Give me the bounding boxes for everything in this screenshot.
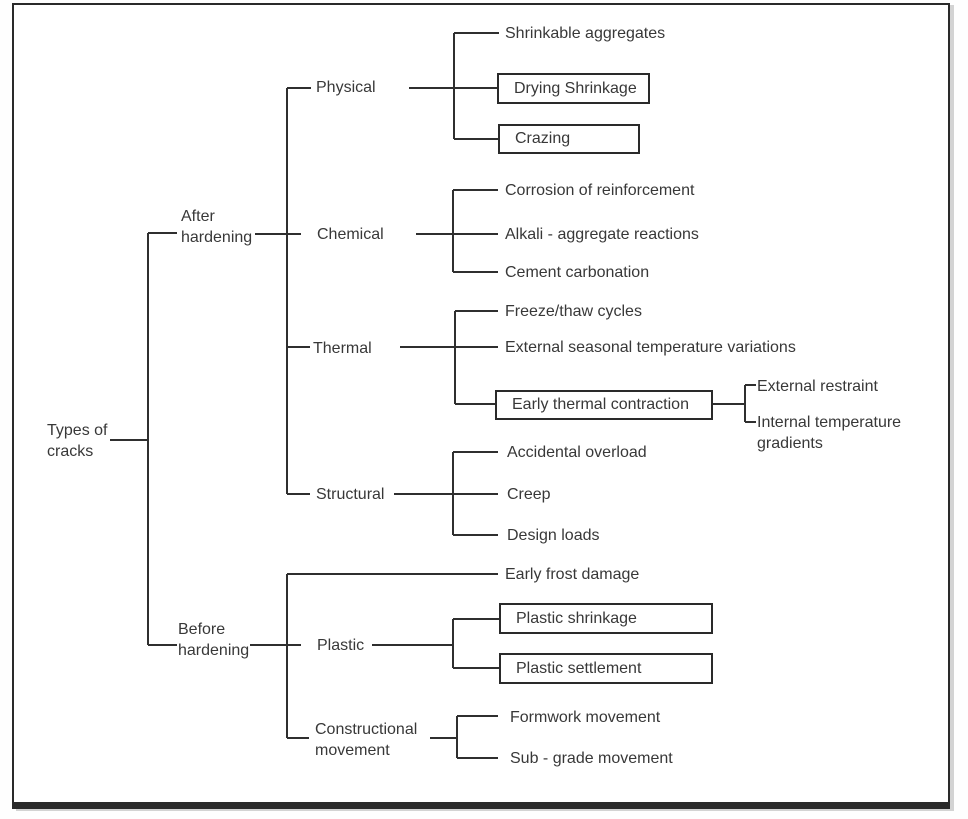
leaf-formwork-movement: Formwork movement xyxy=(510,709,661,726)
branch-after-hardening: After hardening xyxy=(181,208,253,246)
leaf-box-label: Early thermal contraction xyxy=(512,396,689,413)
leaf-accidental-overload: Accidental overload xyxy=(507,444,647,461)
leaf-box-early-thermal-contraction: Early thermal contraction xyxy=(495,390,713,420)
leaf-corrosion-of-reinforcement: Corrosion of reinforcement xyxy=(505,182,695,199)
leaf-creep: Creep xyxy=(507,486,551,503)
branch-before-hardening: Before hardening xyxy=(178,621,250,659)
leaf-cement-carbonation: Cement carbonation xyxy=(505,264,650,281)
category-structural: Structural xyxy=(316,486,385,503)
root-label: Types of cracks xyxy=(47,422,108,460)
leaf-external-seasonal-temperature-variations: External seasonal temperature variations xyxy=(505,339,796,356)
leaf-box-label: Plastic shrinkage xyxy=(516,609,637,627)
leaf-box-label: Crazing xyxy=(515,130,571,147)
leaf-box-drying-shrinkage: Drying Shrinkage xyxy=(497,73,650,104)
leaf-box-label: Drying Shrinkage xyxy=(514,79,637,97)
category-physical: Physical xyxy=(316,79,376,96)
category-thermal: Thermal xyxy=(313,340,372,357)
leaf-early-frost-damage: Early frost damage xyxy=(505,566,640,583)
category-constructional-movement: Constructional movement xyxy=(315,721,418,759)
leaf-alkali-aggregate-reactions: Alkali - aggregate reactions xyxy=(505,226,699,243)
leaf-external-restraint: External restraint xyxy=(757,378,878,395)
leaf-box-plastic-settlement: Plastic settlement xyxy=(499,653,713,684)
leaf-internal-temperature-gradients: Internal temperature gradients xyxy=(757,414,902,452)
category-chemical: Chemical xyxy=(317,226,384,243)
leaf-freeze-thaw-cycles: Freeze/thaw cycles xyxy=(505,303,642,320)
diagram-border xyxy=(12,3,950,809)
leaf-shrinkable-aggregates: Shrinkable aggregates xyxy=(505,25,666,42)
category-plastic: Plastic xyxy=(317,637,365,654)
leaf-box-plastic-shrinkage: Plastic shrinkage xyxy=(499,603,713,634)
leaf-design-loads: Design loads xyxy=(507,527,600,544)
leaf-sub-grade-movement: Sub - grade movement xyxy=(510,750,673,767)
leaf-box-crazing: Crazing xyxy=(498,124,640,154)
leaf-box-label: Plastic settlement xyxy=(516,659,642,677)
connector-path xyxy=(110,32,756,759)
